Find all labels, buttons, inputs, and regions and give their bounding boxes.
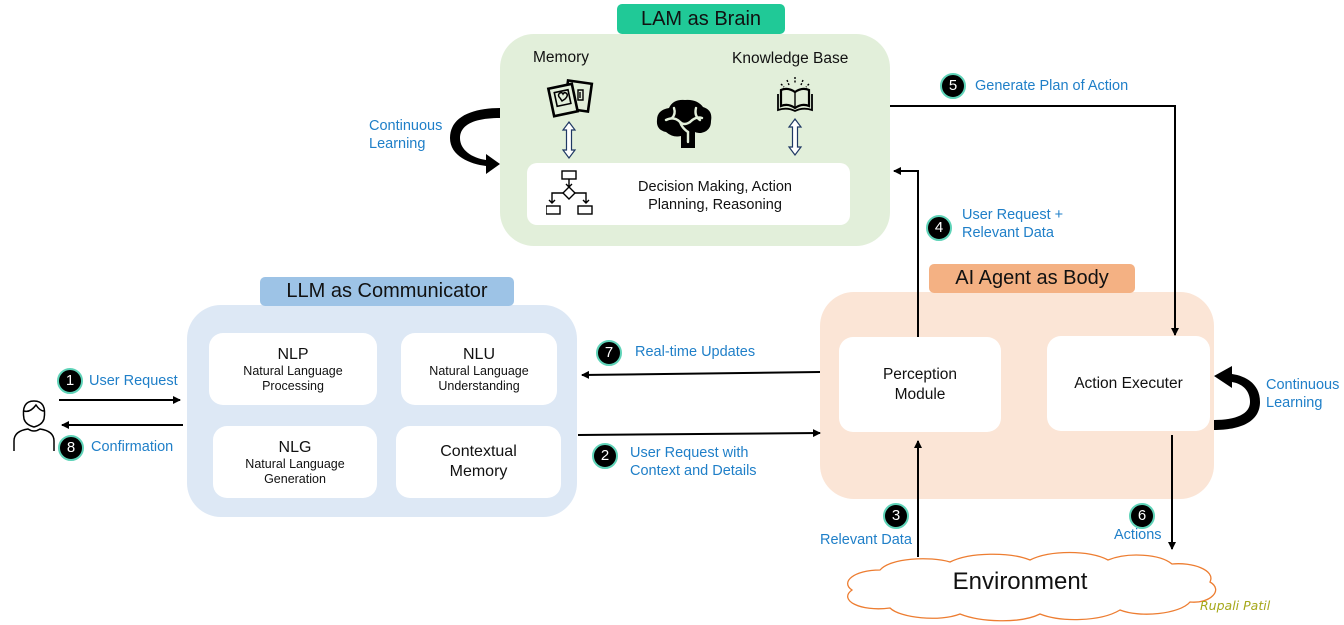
brain-continuous-learning-label: Continuous Learning	[369, 118, 443, 152]
step-2-badge: 2	[592, 443, 618, 469]
knowledge-base-label: Knowledge Base	[732, 50, 849, 67]
brain-icon	[656, 99, 712, 148]
author-signature: Rupali Patil	[1200, 598, 1271, 613]
step-5-badge: 5	[940, 73, 966, 99]
action-executer-card: Action Executer	[1047, 336, 1210, 431]
step-4-badge: 4	[926, 215, 952, 241]
arrow-real-time-updates	[581, 370, 821, 379]
book-icon	[777, 77, 813, 112]
step-8-badge: 8	[58, 435, 84, 461]
step-5-label: Generate Plan of Action	[975, 78, 1129, 94]
communicator-title: LLM as Communicator	[260, 277, 514, 306]
body-continuous-learning-label: Continuous Learning	[1266, 377, 1340, 411]
step-1-label: User Request	[89, 373, 178, 389]
step-7-label: Real-time Updates	[635, 344, 756, 360]
step-7-badge: 7	[596, 340, 622, 366]
body-loop-arrow-icon	[1214, 366, 1260, 430]
user-avatar-icon	[13, 400, 55, 451]
flowchart-icon	[546, 170, 593, 215]
knowledge-decision-double-arrow	[787, 118, 803, 156]
brain-loop-arrow-icon	[450, 108, 500, 174]
brain-title: LAM as Brain	[617, 4, 785, 34]
step-4-label: User Request + Relevant Data	[962, 207, 1064, 241]
step-8-label: Confirmation	[91, 439, 174, 455]
nlu-card: NLU Natural Language Understanding	[401, 333, 557, 405]
environment-label: Environment	[952, 568, 1088, 595]
decision-text: Decision Making, Action Planning, Reason…	[638, 179, 792, 213]
contextual-memory-card: Contextual Memory	[396, 426, 561, 498]
step-2-label: User Request with Context and Details	[630, 445, 757, 479]
perception-module-card: Perception Module	[839, 337, 1001, 432]
step-1-badge: 1	[57, 368, 83, 394]
environment-cloud	[847, 551, 1217, 622]
nlg-card: NLG Natural Language Generation	[213, 426, 377, 498]
memory-decision-double-arrow	[561, 121, 577, 159]
memory-label: Memory	[533, 49, 589, 66]
step-3-badge: 3	[883, 503, 909, 529]
step-6-label: Actions	[1114, 527, 1162, 543]
arrow-context-request	[577, 429, 821, 438]
photos-icon	[546, 78, 594, 118]
nlp-card: NLP Natural Language Processing	[209, 333, 377, 405]
body-title: AI Agent as Body	[929, 264, 1135, 293]
step-6-badge: 6	[1129, 503, 1155, 529]
step-3-label: Relevant Data	[820, 532, 912, 548]
